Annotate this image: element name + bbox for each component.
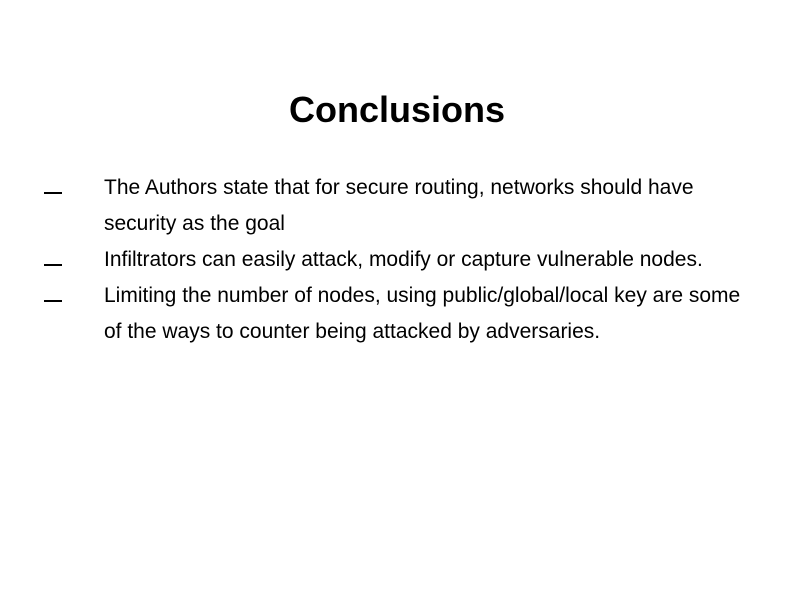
dash-bullet-icon: [40, 170, 62, 206]
bullet-item: Infiltrators can easily attack, modify o…: [40, 242, 760, 278]
bullet-text: Limiting the number of nodes, using publ…: [104, 284, 741, 343]
bullet-list: The Authors state that for secure routin…: [40, 170, 760, 350]
slide-title: Conclusions: [288, 89, 506, 130]
bullet-text: The Authors state that for secure routin…: [104, 176, 694, 235]
bullet-item: Limiting the number of nodes, using publ…: [40, 278, 760, 350]
dash-bullet-icon: [40, 278, 62, 314]
dash-bullet-icon: [40, 242, 62, 278]
bullet-text: Infiltrators can easily attack, modify o…: [104, 248, 703, 271]
bullet-item: The Authors state that for secure routin…: [40, 170, 760, 242]
